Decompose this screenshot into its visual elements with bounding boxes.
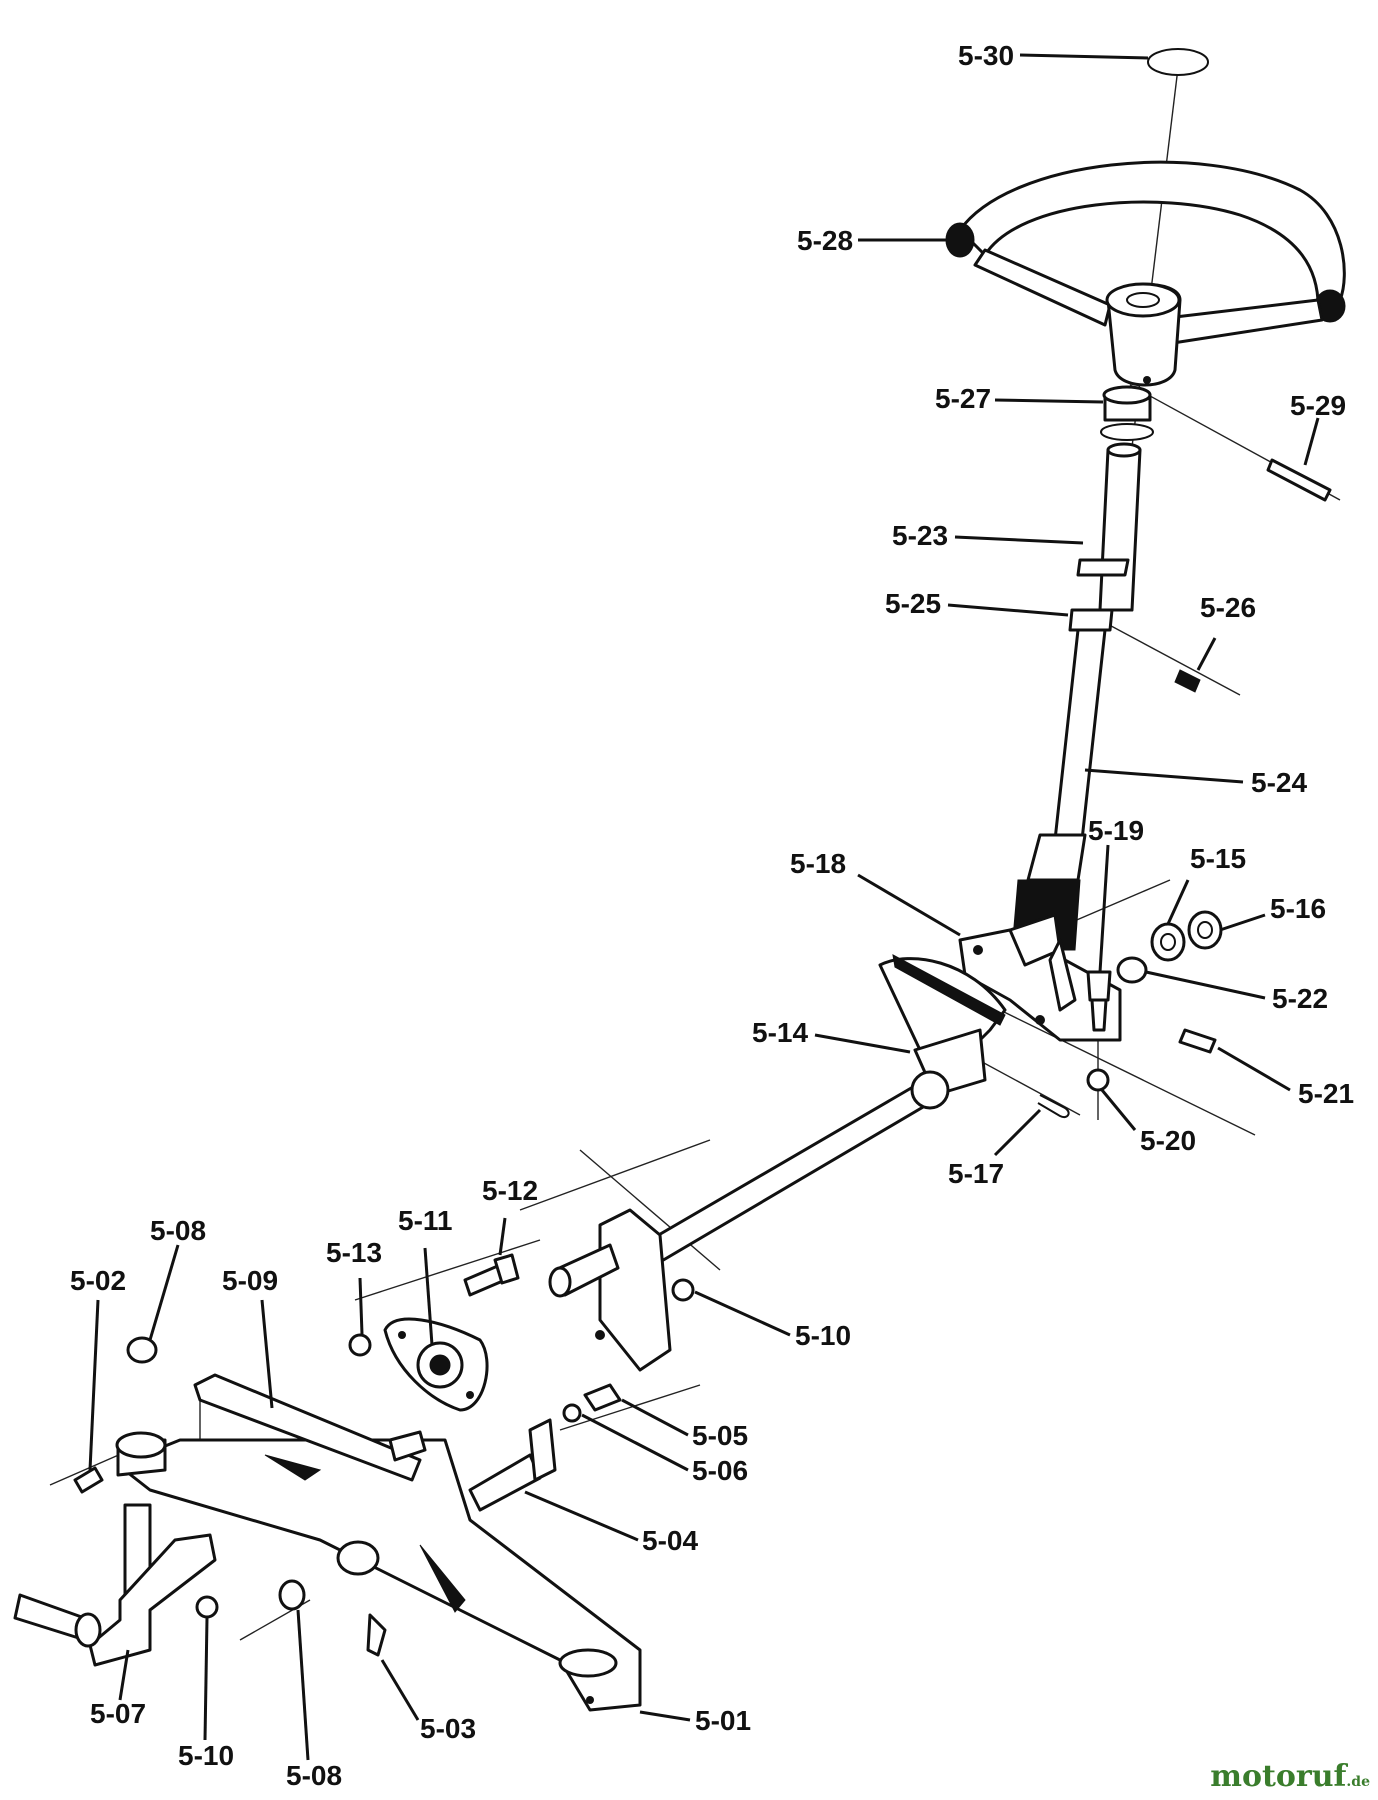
- callout-5-20: 5-20: [1140, 1125, 1196, 1156]
- callout-5-16: 5-16: [1270, 893, 1326, 924]
- callout-5-09: 5-09: [222, 1265, 278, 1296]
- callout-5-15: 5-15: [1190, 843, 1246, 874]
- spacer-5-22: [1116, 956, 1148, 984]
- bolt-5-12: [463, 1253, 520, 1297]
- watermark-main: motoruf: [1210, 1759, 1347, 1794]
- nut-5-13: [348, 1333, 372, 1357]
- bolt-5-19: [1086, 970, 1112, 1032]
- callout-5-11: 5-11: [398, 1205, 453, 1236]
- clip-5-08-upper: [126, 1336, 158, 1364]
- spindle-5-07: [13, 1503, 217, 1667]
- pin-5-29: [1266, 458, 1332, 502]
- callout-5-10-lower: 5-10: [178, 1740, 234, 1771]
- callout-5-24: 5-24: [1251, 767, 1307, 798]
- callout-5-29: 5-29: [1290, 390, 1346, 421]
- watermark-suffix: .de: [1346, 1774, 1370, 1790]
- washers-5-15-5-16: [1150, 910, 1223, 962]
- callout-5-08-lower: 5-08: [286, 1760, 342, 1791]
- bushing-5-27: [1100, 385, 1154, 441]
- clip-5-08-lower: [278, 1579, 306, 1611]
- axle-pin-5-04: [468, 1418, 557, 1512]
- set-screw-5-26: [1174, 669, 1201, 693]
- drag-link-shaft: [648, 1070, 950, 1264]
- callout-5-13: 5-13: [326, 1237, 382, 1268]
- tie-rod-5-09: [193, 1373, 427, 1482]
- callout-5-21: 5-21: [1298, 1078, 1354, 1109]
- sector-gear-5-14: [878, 954, 1007, 1097]
- callout-5-10-upper: 5-10: [795, 1320, 851, 1351]
- callout-5-05: 5-05: [692, 1420, 748, 1451]
- callout-5-30: 5-30: [958, 40, 1014, 71]
- fitting-5-02: [73, 1466, 104, 1494]
- callout-5-19: 5-19: [1088, 815, 1144, 846]
- bolt-5-05-washer-5-06: [562, 1383, 622, 1423]
- callout-5-27: 5-27: [935, 383, 991, 414]
- watermark-logo: motoruf.de: [1210, 1759, 1370, 1794]
- callout-5-25: 5-25: [885, 588, 941, 619]
- callout-labels: 5-30 5-28 5-27 5-29 5-23 5-25 5-26 5-24 …: [70, 40, 1354, 1791]
- callout-5-04: 5-04: [642, 1525, 698, 1556]
- nut-5-10-upper: [671, 1278, 695, 1302]
- callout-5-02: 5-02: [70, 1265, 126, 1296]
- fitting-5-03: [366, 1613, 387, 1657]
- callout-5-06: 5-06: [692, 1455, 748, 1486]
- nut-5-20: [1086, 1068, 1110, 1092]
- pivot-bracket: [548, 1208, 672, 1372]
- callout-5-03: 5-03: [420, 1713, 476, 1744]
- callout-5-08-upper: 5-08: [150, 1215, 206, 1246]
- steering-wheel-5-28: [945, 160, 1346, 387]
- callout-5-01: 5-01: [695, 1705, 751, 1736]
- callout-5-18: 5-18: [790, 848, 846, 879]
- callout-5-17: 5-17: [948, 1158, 1004, 1189]
- callout-5-12: 5-12: [482, 1175, 538, 1206]
- leader-lines: [88, 53, 1320, 1761]
- flange-bearing-5-11: [383, 1317, 489, 1412]
- steering-shaft-5-24: [1011, 442, 1142, 951]
- nut-5-10-lower: [195, 1595, 219, 1619]
- callout-5-14: 5-14: [752, 1017, 808, 1048]
- cap-5-30: [1147, 48, 1209, 76]
- callout-5-23: 5-23: [892, 520, 948, 551]
- cotter-pin-5-17: [1037, 1094, 1070, 1118]
- grease-fitting-5-21: [1178, 1028, 1217, 1054]
- callout-5-28: 5-28: [797, 225, 853, 256]
- callout-5-22: 5-22: [1272, 983, 1328, 1014]
- callout-5-26: 5-26: [1200, 592, 1256, 623]
- callout-5-07: 5-07: [90, 1698, 146, 1729]
